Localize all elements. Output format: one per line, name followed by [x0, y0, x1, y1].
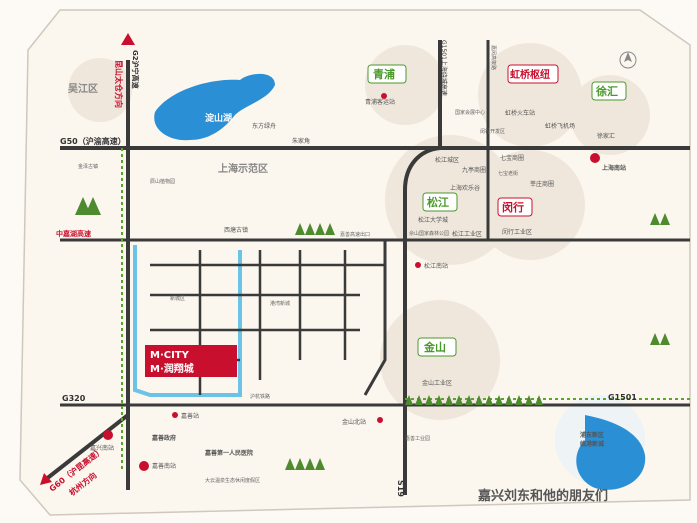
- poi-jiashan-hospital: 嘉善第一人民医院: [204, 449, 253, 457]
- road-jiamin-label: 嘉闵高架路: [490, 45, 497, 70]
- road-g1501: [403, 40, 442, 495]
- poi-qibao: 七宝商圈: [500, 154, 524, 162]
- poi-chenjiashan: 辰山植物园: [150, 178, 175, 185]
- poi-dongfang: 东方绿舟: [252, 122, 276, 130]
- poi-dot: [172, 412, 178, 418]
- road-g1501-label: G1501: [608, 393, 637, 402]
- watermark-text: 嘉兴刘东和他的朋友们: [477, 488, 608, 504]
- qingpu-circle: [365, 45, 445, 125]
- district-minhang: 闵行: [502, 200, 524, 214]
- project-name-top: M·CITY: [150, 350, 190, 361]
- poi-jinshan-ind: 金山工业区: [422, 379, 452, 387]
- district-xuhui: 徐汇: [595, 84, 618, 98]
- poi-shanghai-happy: 上海欢乐谷: [450, 184, 480, 192]
- poi-shanghai-south: 上海南站: [602, 164, 626, 172]
- road-zhongjia-label: 中嘉湖高速: [56, 229, 91, 238]
- compass-arrow-icon: [624, 52, 632, 62]
- poi-guojia: 国家会展中心: [455, 109, 485, 116]
- poi-jiashan-ind: 嘉善工业园: [405, 435, 430, 442]
- road-g60: [43, 413, 130, 482]
- road-jiashan-exit: 嘉善高速出口: [340, 231, 370, 238]
- road-huhang-rail: 沪杭铁路: [250, 393, 270, 400]
- poi-songjiang-south: 松江南站: [424, 262, 448, 270]
- district-jinshan: 金山: [423, 340, 446, 354]
- poi-hongqiao-rail: 虹桥火车站: [505, 109, 535, 117]
- district-songjiang: 松江: [427, 195, 449, 209]
- canal-loop: [133, 245, 242, 397]
- district-qingpu: 青浦: [373, 67, 395, 81]
- poi-jinshan-north: 金山北站: [342, 418, 366, 426]
- poi-jiashan-south: 嘉善南站: [152, 462, 176, 470]
- hangzhou-bay: [576, 415, 646, 490]
- poi-jiaxing-south: 嘉兴南站: [90, 444, 114, 452]
- poi-minhang-district: 闵行开发区: [480, 128, 505, 135]
- road-s19-label: S19: [396, 480, 405, 497]
- district-wujiang: 吴江区: [68, 82, 98, 95]
- pudong-line1: 浦东新区: [580, 431, 604, 439]
- songjiang-box: [422, 192, 458, 212]
- arrow-up-icon: [121, 33, 135, 45]
- xuhui-circle: [570, 75, 650, 155]
- road-s19: [363, 240, 387, 396]
- jinshan-circle: [380, 300, 500, 420]
- poi-xujiahui: 徐家汇: [597, 132, 615, 140]
- wujiang-circle: [68, 58, 132, 122]
- qingpu-box: [367, 64, 407, 84]
- tree-cluster: [75, 197, 670, 470]
- poi-dot: [103, 430, 113, 440]
- poi-qipu: 七宝老街: [498, 170, 518, 177]
- hongqiao-box: [507, 64, 559, 84]
- dianshan-lake-label: 淀山湖: [205, 112, 232, 124]
- poi-xitang: 西塘古镇: [224, 226, 248, 234]
- district-hongqiao: 虹桥枢纽: [510, 68, 550, 81]
- poi-dot: [590, 153, 600, 163]
- dianshan-lake: [154, 73, 275, 141]
- poi-jinze: 金泽古镇: [78, 163, 98, 170]
- project-block[interactable]: [145, 345, 237, 377]
- poi-jiuting: 九亭商圈: [462, 166, 486, 174]
- poi-ganghua: 港湾新城: [270, 300, 290, 307]
- road-g50-label: G50（沪渝高速）: [60, 136, 126, 146]
- road-g2-label: G2沪宁高速: [131, 50, 140, 89]
- poi-jiashan-station: 嘉善站: [181, 412, 199, 420]
- poi-group: 青浦客运站 虹桥火车站 虹桥飞机场 徐家汇 上海南站 松江城区 九亭商圈 七宝商…: [78, 93, 626, 484]
- poi-jiashan-gov: 嘉善政府: [151, 434, 176, 442]
- project-name-bottom: M·润翔城: [150, 362, 194, 375]
- district-shifanqu: 上海示范区: [218, 162, 268, 175]
- poi-dot: [377, 417, 383, 423]
- poi-songjiang-uni: 松江大学城: [418, 216, 448, 224]
- poi-dot: [139, 461, 149, 471]
- poi-xingyi: 新城区: [170, 295, 185, 302]
- poi-zhujiajiao: 朱家角: [292, 137, 310, 145]
- arrow-down-left-icon: [40, 473, 52, 485]
- pudong-line2: 临港新城: [580, 440, 604, 448]
- poi-dot: [381, 93, 387, 99]
- poi-xinzhuang: 莘庄商圈: [530, 180, 554, 188]
- poi-qingpu-bus: 青浦客运站: [365, 98, 395, 106]
- jinshan-box: [417, 337, 457, 357]
- poi-songjiang-ind: 松江工业区: [452, 230, 482, 238]
- xuhui-box: [591, 81, 627, 101]
- poi-hongqiao-airport: 虹桥飞机场: [545, 122, 575, 130]
- road-g15-label: G1501上海绕城高速: [440, 40, 448, 96]
- road-g320-label: G320: [62, 394, 86, 403]
- road-g2-direction: 昆山太仓方向: [114, 60, 124, 108]
- poi-sheshan: 佘山国家森林公园: [409, 230, 449, 237]
- poi-dot: [415, 262, 421, 268]
- poi-dayun: 大云温泉生态休闲度假区: [205, 477, 260, 484]
- poi-minhang-ind: 闵行工业区: [502, 228, 532, 236]
- minhang-box: [497, 197, 533, 217]
- poi-songjiang-town: 松江城区: [435, 156, 459, 164]
